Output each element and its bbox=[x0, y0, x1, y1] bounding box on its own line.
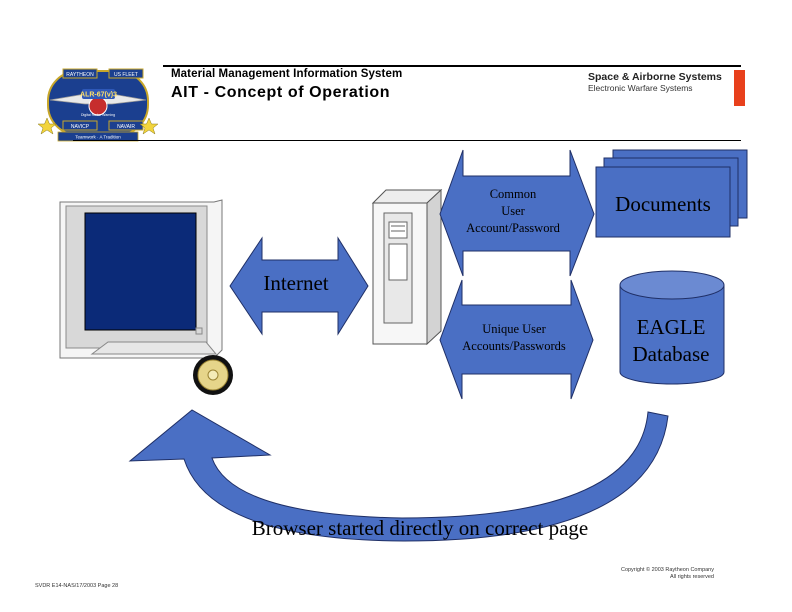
documents-stack bbox=[595, 149, 748, 238]
header-bottom-rule bbox=[73, 140, 741, 141]
browser-caption: Browser started directly on correct page bbox=[251, 516, 589, 540]
internet-arrow bbox=[229, 236, 369, 336]
eagle-database-icon bbox=[619, 270, 725, 385]
common-account-arrow bbox=[439, 149, 595, 277]
logo: RAYTHEON US FLEET ALR-67(v)3 Digital Rad… bbox=[30, 66, 165, 144]
security-token-icon bbox=[193, 355, 233, 395]
unique-accounts-label: Unique User Accounts/Passwords bbox=[443, 321, 585, 355]
unique-accounts-line-1: Unique User bbox=[482, 322, 546, 336]
brand-name: Space & Airborne Systems bbox=[588, 71, 722, 83]
header-rule bbox=[163, 65, 741, 67]
documents-label: Documents bbox=[615, 192, 711, 216]
logo-banner: Teamwork · A Tradition bbox=[75, 135, 121, 140]
copyright-line-1: Copyright © 2003 Raytheon Company bbox=[620, 567, 714, 573]
monitor bbox=[59, 199, 223, 359]
unique-accounts-arrow bbox=[439, 279, 594, 400]
common-account-line-2: User bbox=[501, 204, 525, 218]
internet-label: Internet bbox=[263, 271, 329, 295]
copyright-line-2: All rights reserved bbox=[669, 574, 714, 580]
unique-accounts-line-2: Accounts/Passwords bbox=[462, 339, 566, 353]
brand-division: Electronic Warfare Systems bbox=[588, 83, 693, 93]
logo-bottom-right: NAVAIR bbox=[117, 124, 135, 130]
common-account-line-3: Account/Password bbox=[466, 221, 560, 235]
browser-return-arrow bbox=[128, 409, 669, 542]
server-icon bbox=[371, 188, 443, 346]
logo-top-right: US FLEET bbox=[114, 72, 138, 78]
brand-accent-bar bbox=[734, 70, 745, 106]
common-account-label: Common User Account/Password bbox=[448, 186, 578, 237]
eagle-line-2: Database bbox=[632, 342, 710, 366]
page-subtitle: AIT - Concept of Operation bbox=[171, 84, 391, 101]
page-reference: SVDR E14-NAS/17/2003 Page 28 bbox=[35, 583, 119, 589]
eagle-line-1: EAGLE bbox=[636, 315, 706, 339]
logo-center-sub: Digital Radar Warning bbox=[81, 113, 115, 117]
logo-bottom-left: NAVICP bbox=[71, 124, 90, 130]
monitor-screen bbox=[84, 212, 197, 331]
eagle-database-label: EAGLE Database bbox=[616, 314, 726, 368]
logo-center: ALR-67(v)3 bbox=[80, 92, 117, 99]
logo-top-left: RAYTHEON bbox=[66, 72, 94, 78]
page-title: Material Management Information System bbox=[171, 68, 403, 80]
common-account-line-1: Common bbox=[489, 187, 537, 201]
